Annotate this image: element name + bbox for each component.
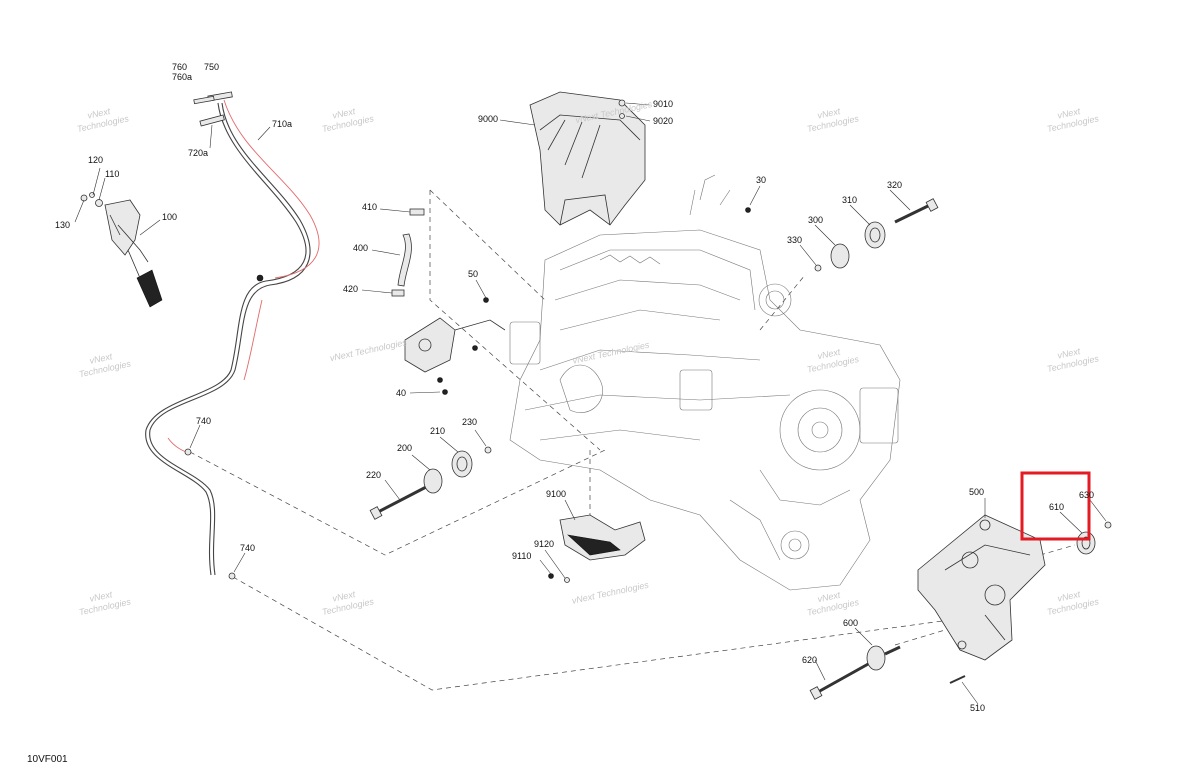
- callout-760a: 760a: [172, 72, 192, 82]
- callout-130: 130: [55, 220, 70, 230]
- callout-110: 110: [105, 169, 119, 179]
- callout-200: 200: [397, 443, 412, 453]
- callout-630: 630: [1079, 490, 1094, 500]
- callout-720a: 720a: [188, 148, 208, 158]
- watermark-line1: vNext: [817, 590, 842, 605]
- callout-500: 500: [969, 487, 984, 497]
- watermark-line1: vNext: [89, 589, 114, 604]
- highlight-box-610: [1020, 471, 1091, 541]
- callout-9120: 9120: [534, 539, 554, 549]
- callout-740-upper: 740: [196, 416, 211, 426]
- callout-300: 300: [808, 215, 823, 225]
- watermark-inline: vNext Technologies: [572, 340, 651, 366]
- watermark-line1: vNext: [87, 106, 112, 121]
- callout-600: 600: [843, 618, 858, 628]
- callout-9010: 9010: [653, 99, 673, 109]
- rear-mount-bracket: [917, 514, 1046, 661]
- callout-620: 620: [802, 655, 817, 665]
- watermark-line1: vNext: [1057, 106, 1082, 121]
- watermark-line1: vNext: [332, 589, 357, 604]
- watermark-inline: vNext Technologies: [571, 580, 650, 606]
- upper-engine-mount: [745, 198, 939, 272]
- callout-120: 120: [88, 155, 103, 165]
- callout-leader-lines: [74, 102, 1107, 705]
- figure-code: 10VF001: [27, 754, 68, 765]
- heat-shield: [548, 514, 646, 583]
- callout-9000: 9000: [478, 114, 498, 124]
- callout-710a: 710a: [272, 119, 292, 129]
- callout-510: 510: [970, 703, 985, 713]
- coolant-hose: [391, 208, 425, 297]
- callout-9020: 9020: [653, 116, 673, 126]
- callout-760: 760: [172, 62, 187, 72]
- watermark-line1: vNext: [332, 106, 357, 121]
- callout-230: 230: [462, 417, 477, 427]
- callout-400: 400: [353, 243, 368, 253]
- watermark-line1: vNext: [1057, 346, 1082, 361]
- left-engine-mount: [369, 446, 492, 520]
- accelerator-pedal: [80, 192, 163, 308]
- callout-9100: 9100: [546, 489, 566, 499]
- engine-bracket: [404, 297, 506, 395]
- callout-labels: 760 760a 750 710a 720a 120 110 130 100 9…: [55, 62, 1094, 713]
- callout-310: 310: [842, 195, 857, 205]
- callout-410: 410: [362, 202, 377, 212]
- callout-750: 750: [204, 62, 219, 72]
- throttle-cable: [145, 91, 320, 580]
- callout-610: 610: [1049, 502, 1064, 512]
- engine-assembly: [509, 174, 901, 591]
- callout-320: 320: [887, 180, 902, 190]
- callout-420: 420: [343, 284, 358, 294]
- callout-330: 330: [787, 235, 802, 245]
- callout-100: 100: [162, 212, 177, 222]
- watermark-line1: vNext: [817, 106, 842, 121]
- watermark-inline: vNext Technologies: [329, 337, 408, 363]
- callout-220: 220: [366, 470, 381, 480]
- engine-cover: [529, 91, 646, 226]
- callout-210: 210: [430, 426, 445, 436]
- callout-40: 40: [396, 388, 406, 398]
- callout-740-lower: 740: [240, 543, 255, 553]
- watermark-line1: vNext: [817, 347, 842, 362]
- callout-9110: 9110: [512, 551, 531, 561]
- callout-50: 50: [468, 269, 478, 279]
- callout-30: 30: [756, 175, 766, 185]
- watermark-line1: vNext: [89, 351, 114, 366]
- watermark-line1: vNext: [1057, 589, 1082, 604]
